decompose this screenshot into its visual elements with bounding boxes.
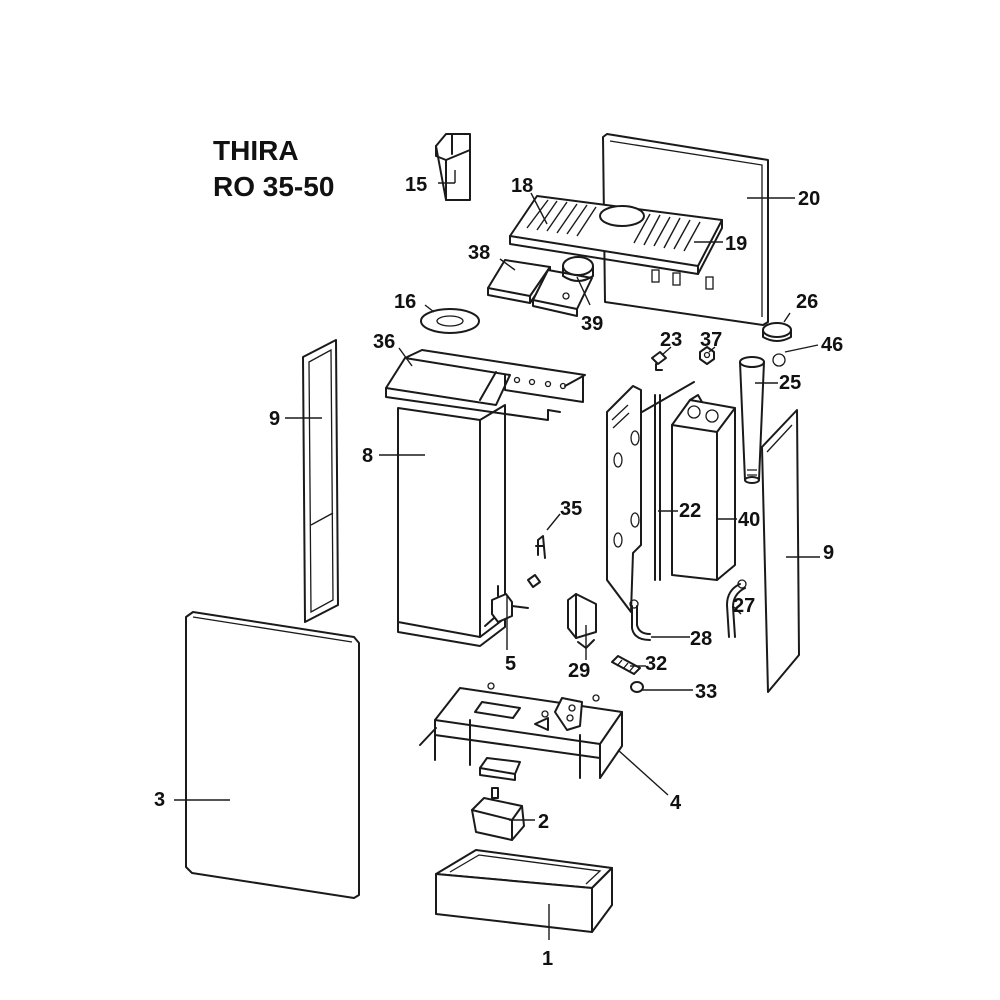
part-26-cap [762, 322, 792, 342]
label-9-right: 9 [823, 542, 834, 564]
label-33: 33 [695, 681, 717, 703]
title-line-1: THIRA [213, 135, 299, 166]
label-9-left: 9 [269, 408, 280, 430]
part-33-grommet [630, 681, 644, 693]
part-18-19-grate [509, 195, 723, 275]
part-2-bracket [471, 787, 525, 841]
label-25: 25 [779, 372, 801, 394]
label-29: 29 [568, 660, 590, 682]
part-22-heat-exchanger-plate [606, 385, 642, 613]
label-38: 38 [468, 242, 490, 264]
part-22-rod [641, 381, 695, 581]
part-9-right-side-panel [761, 409, 800, 693]
label-8: 8 [362, 445, 373, 467]
part-28-pipe [629, 599, 651, 641]
label-32: 32 [645, 653, 667, 675]
title-line-2: RO 35-50 [213, 171, 334, 202]
label-22: 22 [679, 500, 701, 522]
label-37: 37 [700, 329, 722, 351]
part-8-combustion-chamber [397, 404, 506, 647]
label-5: 5 [505, 653, 516, 675]
label-26: 26 [796, 291, 818, 313]
label-2: 2 [538, 811, 549, 833]
label-28: 28 [690, 628, 712, 650]
part-29-thermostat [567, 593, 597, 649]
label-3: 3 [154, 789, 165, 811]
label-1: 1 [542, 948, 553, 970]
label-46: 46 [821, 334, 843, 356]
label-40: 40 [738, 509, 760, 531]
part-40-water-tank [671, 394, 736, 581]
label-36: 36 [373, 331, 395, 353]
part-1-ash-drawer [435, 849, 613, 933]
part-4-base-frame [419, 682, 623, 779]
part-38-plate [487, 259, 551, 304]
part-32-terminal-strip [611, 655, 641, 675]
part-9-left-side-panel [302, 339, 339, 623]
label-18: 18 [511, 175, 533, 197]
label-23: 23 [660, 329, 682, 351]
label-4: 4 [670, 792, 682, 814]
part-46-plug [772, 353, 786, 367]
part-16-ring-gasket [420, 308, 480, 334]
label-27: 27 [733, 595, 755, 617]
part-39-burner-box [532, 256, 594, 317]
part-labels: 15 18 19 20 38 39 16 36 9 8 23 37 26 46 … [154, 174, 843, 970]
label-39: 39 [581, 313, 603, 335]
label-15: 15 [405, 174, 427, 196]
part-15-flue-bracket [435, 133, 471, 201]
part-27-hook-pipe [726, 579, 747, 638]
part-4-lower-bracket [479, 757, 521, 781]
label-16: 16 [394, 291, 416, 313]
part-23-fitting [651, 351, 667, 371]
label-35: 35 [560, 498, 582, 520]
leader-lines [174, 170, 820, 940]
part-36-top-frame [385, 349, 586, 421]
part-3-front-panel [185, 611, 360, 899]
part-25-flue-tube [739, 356, 765, 484]
part-35-clip [527, 535, 546, 588]
label-20: 20 [798, 188, 820, 210]
label-19: 19 [725, 233, 747, 255]
